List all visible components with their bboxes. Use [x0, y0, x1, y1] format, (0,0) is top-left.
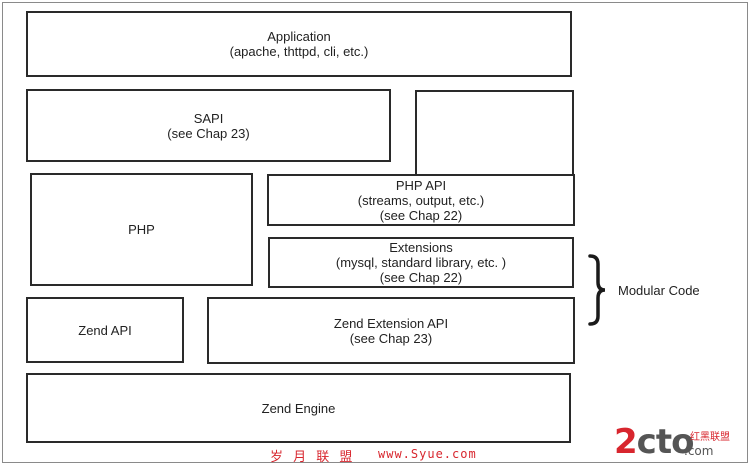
- zend-engine-title: Zend Engine: [261, 400, 336, 416]
- php-api-line2: (streams, output, etc.): [357, 192, 485, 208]
- extensions-line3: (see Chap 22): [379, 270, 463, 285]
- empty-box: [415, 90, 574, 176]
- application-subtitle: (apache, thttpd, cli, etc.): [229, 44, 369, 59]
- logo-cn: 红黑联盟: [690, 432, 730, 443]
- extensions-box: Extensions (mysql, standard library, etc…: [268, 237, 574, 288]
- logo-dot-com: .com: [684, 444, 714, 458]
- modular-code-label: Modular Code: [618, 283, 700, 298]
- modular-code-brace: [588, 254, 606, 326]
- watermark-url: www.Syue.com: [378, 447, 477, 461]
- php-box: PHP: [30, 173, 253, 286]
- extensions-line2: (mysql, standard library, etc. ): [335, 255, 507, 270]
- logo-digit: 2: [614, 422, 638, 462]
- zend-api-title: Zend API: [78, 322, 132, 338]
- sapi-title: SAPI: [193, 110, 224, 126]
- zend-engine-box: Zend Engine: [26, 373, 571, 443]
- logo-cto: cto: [636, 422, 695, 462]
- zend-extension-api-title: Zend Extension API: [333, 315, 449, 331]
- php-api-line3: (see Chap 22): [379, 207, 463, 223]
- php-api-box: PHP API (streams, output, etc.) (see Cha…: [267, 174, 575, 226]
- application-title: Application: [267, 29, 331, 44]
- zend-extension-api-box: Zend Extension API (see Chap 23): [207, 297, 575, 364]
- zend-extension-api-subtitle: (see Chap 23): [349, 330, 433, 346]
- extensions-title: Extensions: [389, 240, 453, 255]
- php-title: PHP: [128, 222, 155, 237]
- application-box: Application (apache, thttpd, cli, etc.): [26, 11, 572, 77]
- php-api-title: PHP API: [395, 177, 447, 193]
- watermark-logo: 2cto 红黑联盟 .com: [614, 422, 730, 462]
- diagram-frame: [2, 2, 748, 463]
- sapi-subtitle: (see Chap 23): [167, 125, 250, 141]
- sapi-box: SAPI (see Chap 23): [26, 89, 391, 162]
- zend-api-box: Zend API: [26, 297, 184, 363]
- watermark-cn-text: 岁 月 联 盟: [270, 450, 356, 465]
